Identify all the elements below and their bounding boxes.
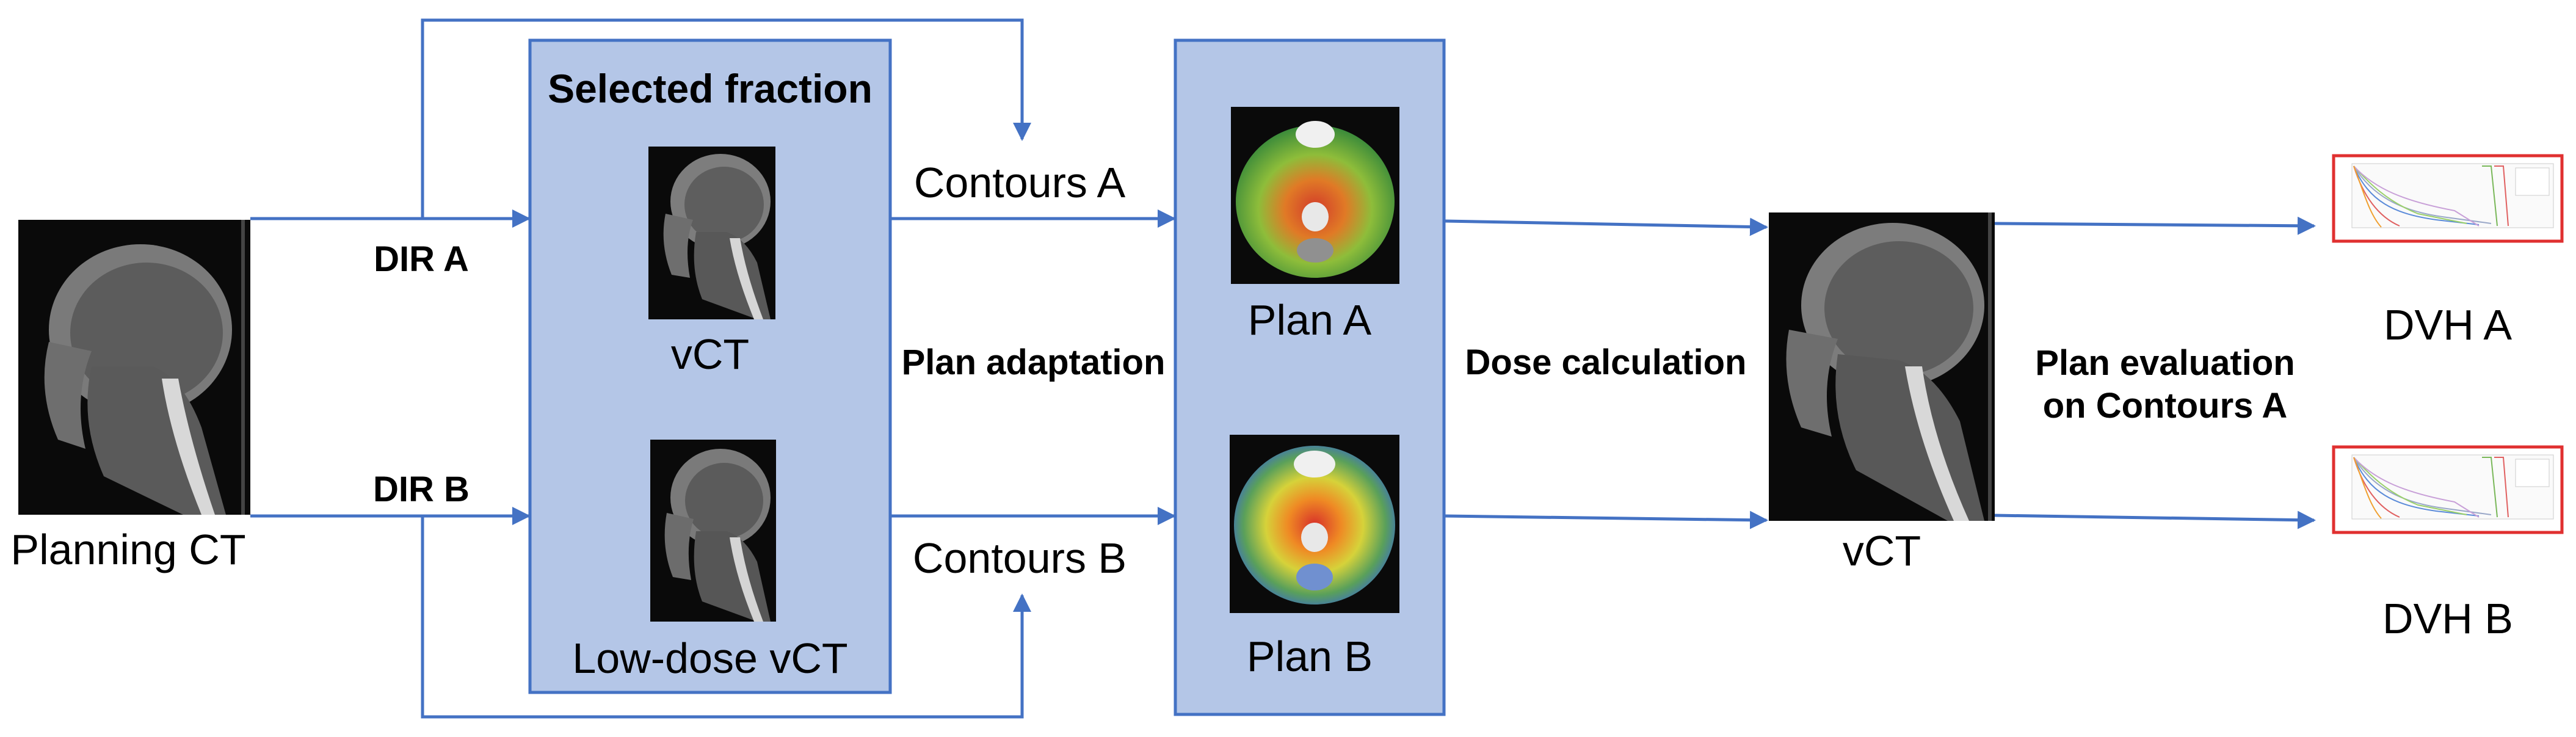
planning-ct-image	[18, 220, 250, 515]
vct-image	[648, 147, 775, 319]
low-dose-vct-label: Low-dose vCT	[572, 634, 848, 682]
eval-b-arrow	[1994, 510, 2316, 529]
plan-b-dose-image	[1230, 435, 1399, 613]
plan-a-label: Plan A	[1247, 296, 1372, 344]
plan-adaptation-label: Plan adaptation	[901, 343, 1166, 382]
dir-b-label: DIR B	[373, 470, 470, 509]
plan-evaluation-line2: on Contours A	[2042, 386, 2288, 426]
plan-b-label: Plan B	[1246, 633, 1373, 680]
plan-evaluation-line1: Plan evaluation	[2035, 343, 2295, 383]
dvh-a-chart	[2332, 154, 2564, 243]
top-bypass-arrow	[421, 18, 1031, 219]
dose-b-arrow	[1445, 510, 1768, 529]
eval-a-arrow	[1994, 216, 2316, 235]
contours-a-label: Contours A	[913, 159, 1126, 206]
selected-fraction-title: Selected fraction	[548, 66, 873, 111]
vct-label: vCT	[670, 330, 750, 378]
dir-a-label: DIR A	[374, 239, 469, 279]
low-dose-vct-image	[650, 440, 776, 622]
dose-calculation-label: Dose calculation	[1465, 343, 1747, 382]
contours-b-label: Contours B	[912, 534, 1127, 582]
vct-right-image	[1769, 212, 1995, 521]
vct-right-label: vCT	[1842, 527, 1921, 575]
dvh-b-label: DVH B	[2382, 595, 2513, 642]
dose-a-arrow	[1445, 217, 1768, 236]
bottom-bypass-arrow	[421, 516, 1031, 719]
planning-ct-label: Planning CT	[10, 526, 246, 573]
dvh-a-label: DVH A	[2383, 301, 2513, 349]
plan-a-dose-image	[1231, 107, 1399, 284]
dvh-b-chart	[2332, 445, 2564, 534]
